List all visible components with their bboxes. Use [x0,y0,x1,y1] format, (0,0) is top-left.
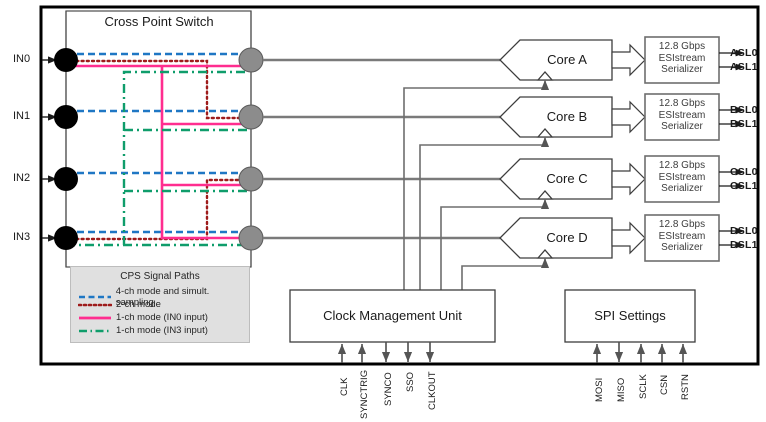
legend-title: CPS Signal Paths [120,271,200,282]
serializer-d-label: 12.8 Gbps ESIstream Serializer [645,219,719,254]
serializer-d-line3: Serializer [661,242,703,253]
spi-settings-box[interactable] [564,289,696,343]
serializer-b-label: 12.8 Gbps ESIstream Serializer [645,98,719,133]
cps-path-1ch-in3 [66,70,248,247]
legend-label-2ch: 2-ch mode [116,299,161,310]
input-pin-label-in0: IN0 [13,53,31,65]
cmu-pin-label-sso: SSO [405,371,416,392]
core-to-serializer-arrows [611,43,646,255]
output-pin-label-asl0: ASL0 [730,47,758,59]
clock-management-unit-label: Clock Management Unit [323,308,462,323]
legend-1ch-in0: 1-ch mode (IN0 input) [78,312,208,323]
spi-pin-label-rstn: RSTN [680,374,691,400]
input-pin-label-in1: IN1 [13,110,31,122]
serializer-output-arrows [719,49,744,249]
legend-swatch-1ch-in0 [79,316,111,319]
cmu-pin-label-synctrig: SYNCTRIG [359,369,370,419]
spi-pin-arrows [592,342,688,363]
legend-swatch-2ch [78,303,112,306]
core-a-label: Core A [547,52,587,67]
serializer-d-line1: 12.8 Gbps [658,219,706,230]
output-pin-label-asl1: ASL1 [730,61,758,73]
spi-pin-label-csn: CSN [659,374,670,395]
legend-2ch: 2-ch mode [78,299,161,310]
clock-management-unit-box[interactable] [289,289,496,343]
cmu-pin-label-clkout: CLKOUT [427,371,438,410]
legend-swatch-4ch [79,295,111,299]
output-pin-label-bsl1: BSL1 [730,118,758,130]
cmu-pin-arrows [337,342,435,363]
core-d-label: Core D [546,230,588,245]
cmu-pin-label-synco: SYNCO [383,372,394,406]
serializer-b-line1: 12.8 Gbps [658,98,706,109]
input-pin-label-in3: IN3 [13,231,31,243]
cross-point-switch-box[interactable] [65,10,252,268]
cps-to-core-wires [263,58,500,240]
output-pin-label-csl1: CSL1 [730,180,758,192]
legend-label-4ch: 4-ch mode and simult. sampling [115,286,210,308]
cps-path-1ch-in0 [66,64,248,240]
legend-label-1ch-in3: 1-ch mode (IN3 input) [116,325,208,336]
serializer-c-line2: ESIstream [658,171,706,183]
serializer-a-line3: Serializer [661,64,703,75]
serializer-c-line1: 12.8 Gbps [658,160,706,171]
output-pin-label-dsl0: DSL0 [730,225,758,237]
core-b-label: Core B [546,109,588,124]
serializer-d-line2: ESIstream [658,230,706,242]
chip-boundary [39,5,760,366]
spi-settings-label: SPI Settings [594,308,666,323]
serializer-a-line1: 12.8 Gbps [658,41,706,52]
cps-legend: CPS Signal Paths 4-ch mode and simult. s… [70,266,250,343]
output-pin-label-dsl1: DSL1 [730,239,758,251]
legend-4ch: 4-ch mode and simult. sampling [78,286,249,308]
cross-point-switch-title: Cross Point Switch [104,14,214,29]
serializer-b-line3: Serializer [661,121,703,132]
clock-distribution-wires [403,80,550,290]
cps-path-2ch [64,59,250,241]
output-pin-label-bsl0: BSL0 [730,104,758,116]
cps-output-nodes[interactable] [238,47,264,251]
cps-path-4ch [66,52,248,234]
core-c-label: Core C [546,171,588,186]
input-pin-label-in2: IN2 [13,172,31,184]
output-pin-label-csl0: CSL0 [730,166,758,178]
legend-1ch-in3: 1-ch mode (IN3 input) [78,325,208,336]
input-pin-arrows [42,56,57,242]
spi-pin-label-mosi: MOSI [594,377,605,402]
serializer-blocks[interactable] [644,36,720,262]
legend-label-1ch-in0: 1-ch mode (IN0 input) [116,312,208,323]
serializer-c-label: 12.8 Gbps ESIstream Serializer [645,160,719,195]
cps-input-nodes[interactable] [54,48,78,250]
spi-pin-label-sclk: SCLK [638,374,649,399]
cmu-pin-label-clk: CLK [339,377,350,396]
serializer-a-line2: ESIstream [658,52,706,64]
serializer-b-line2: ESIstream [658,109,706,121]
serializer-c-line3: Serializer [661,183,703,194]
spi-pin-label-miso: MISO [616,377,627,402]
serializer-a-label: 12.8 Gbps ESIstream Serializer [645,41,719,76]
legend-swatch-1ch-in3 [79,329,111,332]
